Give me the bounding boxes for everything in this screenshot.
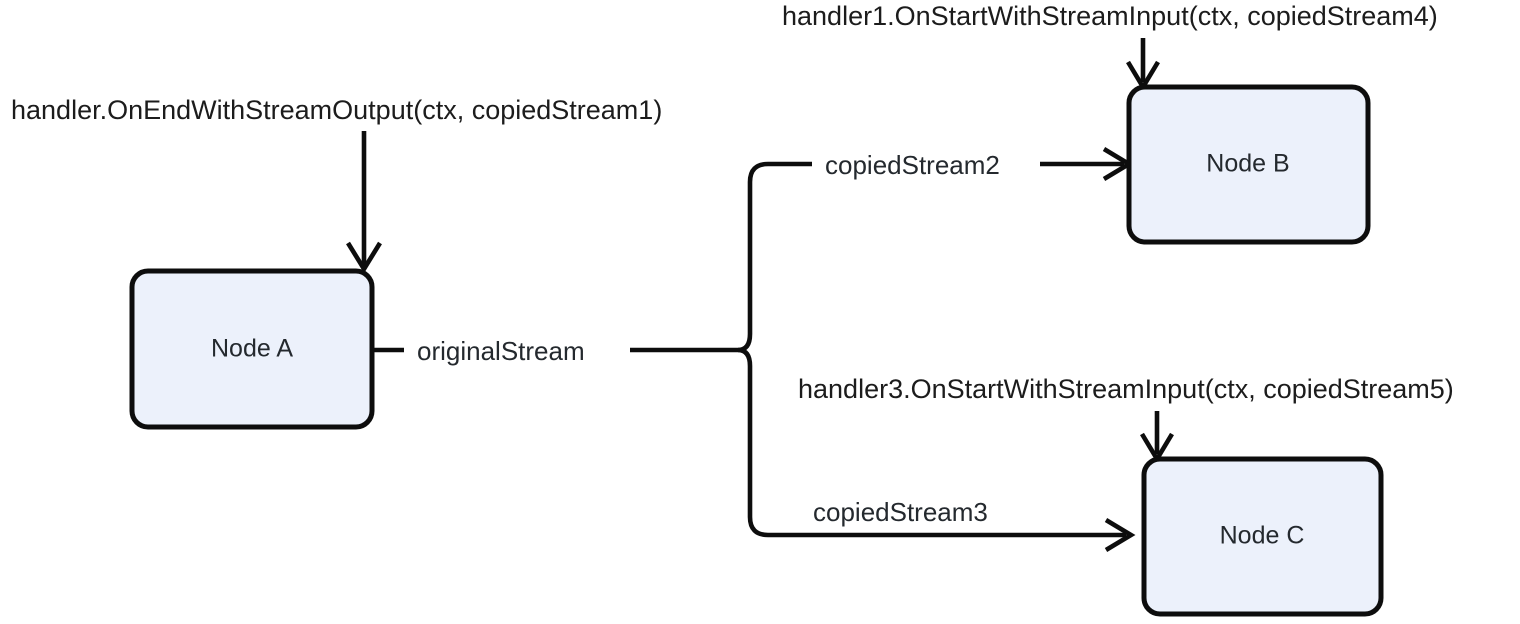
edge-branch-lower — [737, 347, 1136, 552]
handler-label-node-a-output: handler.OnEndWithStreamOutput(ctx, copie… — [11, 95, 662, 125]
edge-label-original-stream: originalStream — [417, 336, 585, 366]
node-b-box[interactable] — [1126, 84, 1371, 245]
node-b-label: Node B — [1206, 150, 1289, 178]
edge-branch-lower-line — [737, 347, 1126, 538]
node-a-box[interactable] — [129, 268, 375, 430]
node-a[interactable]: Node A — [129, 268, 375, 430]
arrow-head-into-node-c-left — [1104, 518, 1136, 552]
node-c-box[interactable] — [1141, 456, 1384, 617]
edge-handler3-to-node-c — [1140, 411, 1174, 464]
handler-label-node-c-input: handler3.OnStartWithStreamInput(ctx, cop… — [798, 374, 1454, 404]
edge-handler-to-node-a — [346, 131, 382, 274]
edge-copied-stream-2-to-node-b — [1040, 147, 1134, 181]
node-c[interactable]: Node C — [1141, 456, 1384, 617]
edge-label-copied-stream-2: copiedStream2 — [825, 150, 1000, 180]
edge-label-copied-stream-3: copiedStream3 — [813, 497, 988, 527]
node-a-label: Node A — [211, 335, 293, 363]
node-c-label: Node C — [1220, 522, 1305, 550]
edge-branch-upper — [737, 161, 812, 353]
handler-label-node-b-input: handler1.OnStartWithStreamInput(ctx, cop… — [782, 1, 1438, 31]
node-b[interactable]: Node B — [1126, 84, 1371, 245]
arrow-head-into-node-a — [346, 241, 382, 274]
edge-handler1-to-node-b — [1126, 38, 1160, 92]
